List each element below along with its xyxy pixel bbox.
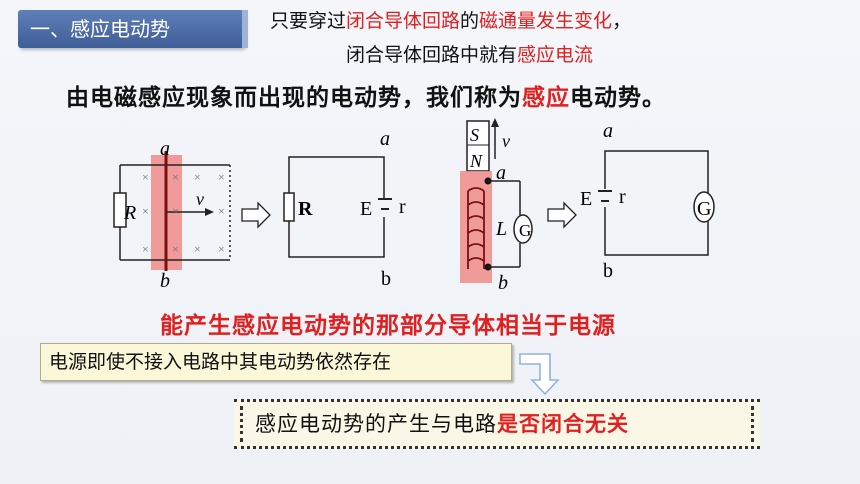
label-b: b: [603, 260, 613, 282]
intro-highlight: 磁通量发生变化: [479, 10, 613, 32]
label-b: b: [160, 270, 170, 292]
intro-line-2: 闭合导体回路中就有感应电流: [346, 40, 593, 67]
label-v: v: [196, 189, 204, 209]
summary-part: 感应电动势的产生与电路: [255, 412, 497, 436]
svg-text:×: ×: [194, 170, 201, 184]
bent-arrow-icon: [519, 353, 560, 396]
label-a: a: [496, 162, 506, 184]
svg-text:×: ×: [172, 170, 179, 184]
label-e: E: [360, 198, 372, 220]
label-a: a: [160, 138, 170, 160]
label-r: R: [123, 202, 136, 224]
diagram-equivalent-circuit-2: G E r a b: [580, 120, 715, 282]
galvanometer-g: [693, 191, 715, 223]
label-r: R: [298, 198, 313, 220]
label-b: b: [381, 268, 391, 290]
label-g: G: [697, 198, 711, 220]
intro-text: 的: [460, 10, 480, 32]
section-title-badge: 一、感应电动势: [18, 10, 248, 48]
label-internal-r: r: [399, 196, 406, 218]
svg-text:×: ×: [218, 170, 225, 184]
label-l: L: [495, 218, 507, 240]
svg-text:×: ×: [142, 170, 149, 184]
intro-line-1: 只要穿过闭合导体回路的磁通量发生变化，: [270, 6, 631, 33]
note-box: 电源即使不接入电路中其电动势依然存在: [40, 343, 512, 381]
galvanometer-g: [513, 214, 533, 244]
resistor-r: [113, 192, 127, 228]
diagram-rod-on-rails: × × × × × × × × × × × a b R v: [113, 138, 231, 292]
definition-line: 由电磁感应现象而出现的电动势，我们称为感应电动势。: [66, 78, 666, 112]
label-b: b: [498, 272, 508, 294]
label-e: E: [580, 188, 592, 210]
intro-highlight: 闭合导体回路: [346, 10, 461, 32]
label-v: v: [502, 131, 510, 151]
arrow-equivalent-1: [241, 201, 271, 229]
circuit-diagrams: × × × × × × × × × × × a b R v R E r a b S N v: [113, 118, 715, 294]
diagram-equivalent-circuit-1: R E r a b: [283, 128, 406, 290]
label-n: N: [469, 151, 483, 171]
svg-text:×: ×: [172, 242, 179, 256]
svg-text:×: ×: [218, 204, 225, 218]
diagram-magnet-coil: S N v G L a b: [460, 118, 533, 294]
magnetic-field-marks: × × × × × × × × × × ×: [142, 170, 225, 256]
summary-text: 感应电动势的产生与电路是否闭合无关: [240, 406, 754, 442]
intro-highlight: 感应电流: [517, 44, 594, 66]
intro-text: 闭合导体回路中就有: [346, 44, 518, 66]
coil: [467, 187, 485, 269]
label-g: G: [519, 221, 531, 240]
arrow-equivalent-2: [547, 201, 577, 229]
label-a: a: [603, 120, 613, 142]
svg-text:×: ×: [172, 204, 179, 218]
intro-text: ，: [612, 10, 632, 32]
summary-highlight: 是否闭合无关: [497, 412, 629, 436]
definition-highlight: 感应: [522, 85, 570, 111]
definition-text: 电动势。: [570, 85, 666, 111]
svg-text:×: ×: [142, 204, 149, 218]
definition-text: 由电磁感应现象而出现的电动势，我们称为: [66, 85, 522, 111]
svg-text:×: ×: [142, 242, 149, 256]
section-title: 一、感应电动势: [30, 17, 170, 41]
svg-text:×: ×: [218, 242, 225, 256]
label-s: S: [470, 125, 479, 145]
label-internal-r: r: [619, 186, 626, 208]
conclusion-text: 能产生感应电动势的那部分导体相当于电源: [160, 313, 616, 339]
summary-frame: 感应电动势的产生与电路是否闭合无关: [234, 399, 760, 449]
svg-text:×: ×: [194, 242, 201, 256]
label-a: a: [380, 128, 390, 150]
intro-text: 只要穿过: [270, 10, 347, 32]
note-text: 电源即使不接入电路中其电动势依然存在: [49, 351, 392, 373]
